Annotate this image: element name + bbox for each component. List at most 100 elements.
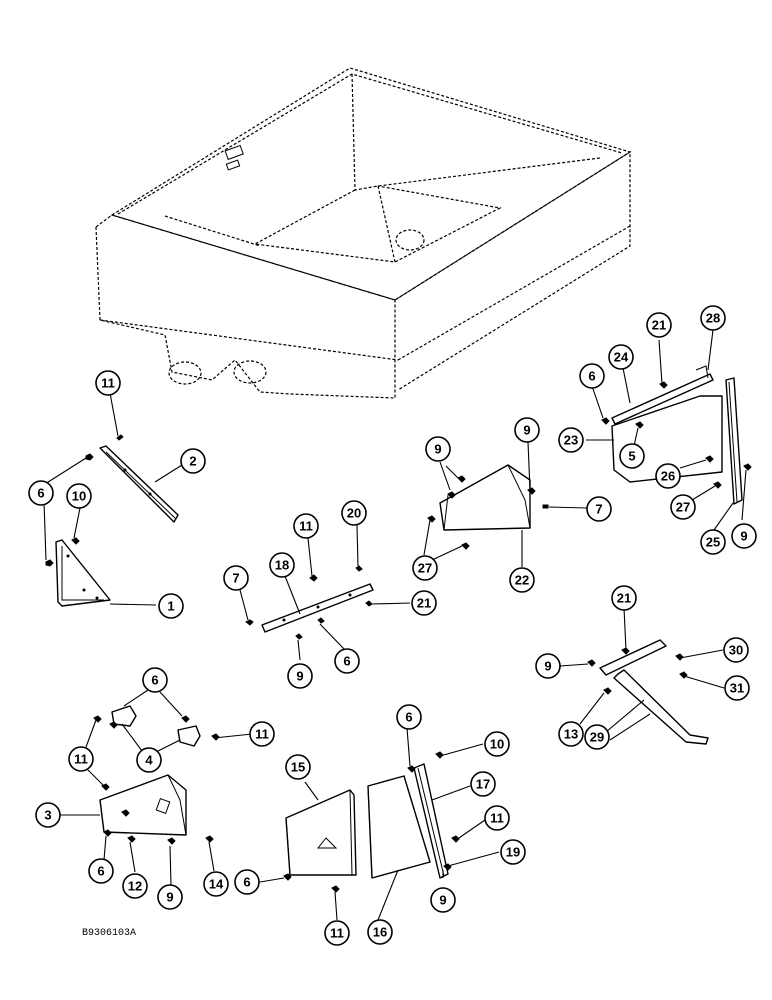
callout-label: 9 — [296, 669, 303, 684]
callout-label: 9 — [544, 659, 551, 674]
hopper-outline — [95, 67, 632, 399]
callout-1: 1 — [158, 593, 184, 619]
part-18-strip — [261, 583, 374, 633]
callout-label: 9 — [740, 529, 747, 544]
callout-label: 6 — [37, 486, 44, 501]
callout-9: 9 — [157, 884, 183, 910]
callout-3: 3 — [35, 802, 61, 828]
callout-label: 14 — [209, 877, 224, 892]
callout-9: 9 — [514, 417, 540, 443]
callout-15: 15 — [285, 754, 311, 780]
callout-26: 26 — [655, 463, 681, 489]
callout-6: 6 — [579, 363, 605, 389]
callout-22: 22 — [509, 567, 535, 593]
callout-16: 16 — [367, 919, 393, 945]
callout-label: 9 — [434, 442, 441, 457]
part-25-bar — [725, 377, 743, 505]
part-1-bracket — [55, 539, 111, 607]
callout-18: 18 — [269, 552, 295, 578]
callout-11: 11 — [95, 370, 121, 396]
callout-6: 6 — [28, 480, 54, 506]
callout-21: 21 — [611, 585, 637, 611]
callout-label: 12 — [128, 879, 142, 894]
part-22-plate — [439, 464, 531, 531]
callout-label: 6 — [588, 369, 595, 384]
callout-label: 4 — [145, 753, 153, 768]
callout-label: 11 — [101, 376, 115, 391]
part-24-strip — [611, 365, 714, 425]
callout-label: 27 — [418, 561, 432, 576]
callout-label: 6 — [405, 710, 412, 725]
callout-label: 6 — [151, 673, 158, 688]
callout-2: 2 — [180, 448, 206, 474]
callout-label: 9 — [523, 423, 530, 438]
callout-9: 9 — [287, 663, 313, 689]
callout-label: 27 — [676, 500, 690, 515]
callout-label: 21 — [652, 318, 666, 333]
callout-label: 7 — [595, 502, 602, 517]
callout-label: 1 — [167, 599, 174, 614]
callout-label: 9 — [439, 893, 446, 908]
callout-19: 19 — [500, 839, 526, 865]
callout-label: 22 — [515, 573, 529, 588]
callout-27: 27 — [670, 494, 696, 520]
callout-label: 28 — [706, 311, 720, 326]
callout-label: 10 — [72, 489, 86, 504]
callout-label: 11 — [255, 727, 269, 742]
callout-27: 27 — [412, 555, 438, 581]
callout-9: 9 — [430, 887, 456, 913]
callout-31: 31 — [724, 675, 750, 701]
callout-9: 9 — [731, 523, 757, 549]
callout-29: 29 — [584, 724, 610, 750]
callout-20: 20 — [341, 500, 367, 526]
callout-label: 11 — [490, 811, 504, 826]
callout-7: 7 — [586, 496, 612, 522]
callout-label: 30 — [729, 643, 743, 658]
callout-6: 6 — [88, 858, 114, 884]
callout-11: 11 — [293, 513, 319, 539]
callout-6: 6 — [142, 667, 168, 693]
callout-label: 3 — [44, 808, 51, 823]
callout-label: 25 — [706, 535, 720, 550]
callout-7: 7 — [223, 565, 249, 591]
callout-label: 29 — [590, 730, 604, 745]
part-3-plate — [99, 774, 187, 836]
part-17-bar — [413, 763, 449, 879]
callout-label: 11 — [330, 926, 344, 941]
callout-17: 17 — [470, 771, 496, 797]
callout-label: 31 — [730, 681, 744, 696]
callout-label: 10 — [490, 737, 504, 752]
callout-11: 11 — [68, 746, 94, 772]
callout-11: 11 — [249, 721, 275, 747]
callout-11: 11 — [484, 805, 510, 831]
callout-label: 18 — [275, 558, 289, 573]
callout-label: 13 — [564, 727, 578, 742]
part-4-clips — [111, 705, 201, 747]
callout-label: 21 — [417, 596, 431, 611]
callout-30: 30 — [723, 637, 749, 663]
callout-24: 24 — [608, 344, 634, 370]
part-15-plate — [285, 789, 357, 876]
callout-label: 20 — [347, 506, 361, 521]
callout-label: 17 — [476, 777, 490, 792]
callout-label: 11 — [74, 752, 88, 767]
part-2-angle — [99, 445, 179, 523]
callout-9: 9 — [535, 653, 561, 679]
callout-label: 6 — [97, 864, 104, 879]
callout-21: 21 — [411, 590, 437, 616]
callout-label: 21 — [617, 591, 631, 606]
callout-6: 6 — [396, 704, 422, 730]
callout-label: 16 — [373, 925, 387, 940]
callout-label: 11 — [299, 519, 313, 534]
drawing-code: B9306103A — [82, 928, 137, 939]
callout-10: 10 — [66, 483, 92, 509]
callout-label: 19 — [506, 845, 520, 860]
callout-11: 11 — [324, 920, 350, 946]
callout-28: 28 — [700, 305, 726, 331]
callout-label: 15 — [291, 760, 305, 775]
callout-14: 14 — [203, 871, 229, 897]
leader-lines — [43, 329, 747, 921]
callout-label: 24 — [614, 350, 629, 365]
